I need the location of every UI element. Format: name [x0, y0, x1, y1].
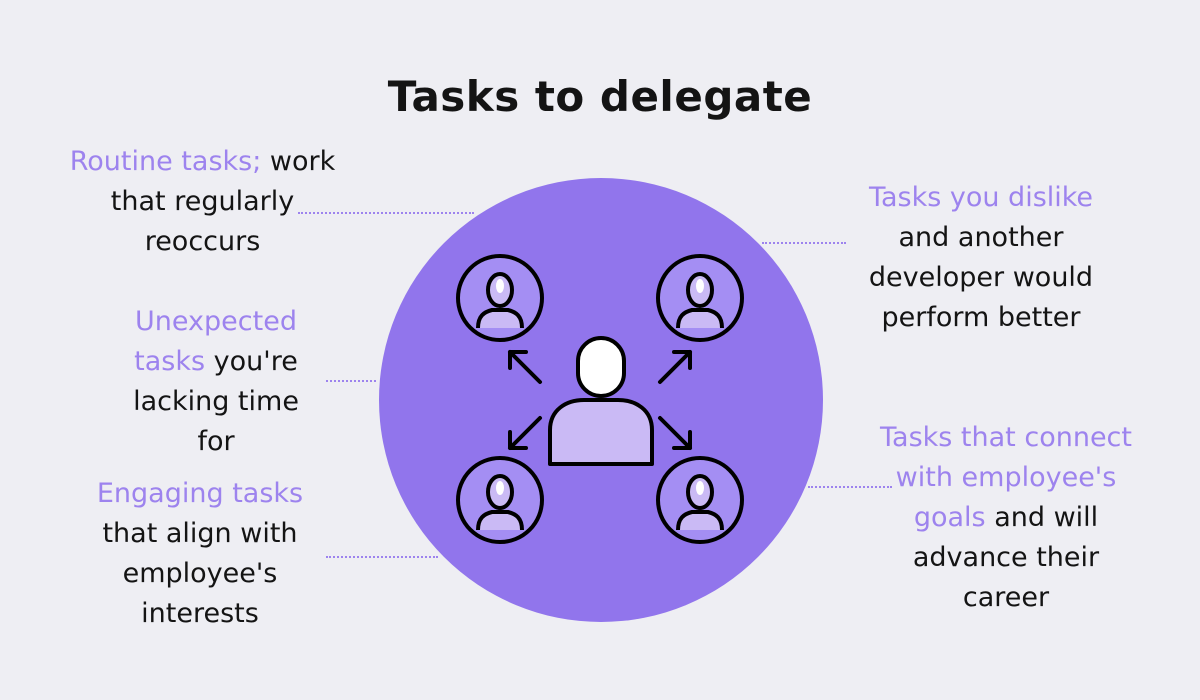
page-title: Tasks to delegate: [387, 72, 813, 121]
task-accent: Routine tasks;: [69, 146, 262, 177]
connector-line: [808, 486, 892, 488]
arrow-icon: [508, 350, 542, 384]
task-text: and another developer would perform bett…: [868, 222, 1094, 333]
task-accent: Unexpected tasks: [134, 306, 297, 377]
employee-avatar-icon: [456, 456, 544, 544]
task-label-engaging: Engaging tasks that align with employee'…: [80, 474, 320, 634]
task-label-dislike: Tasks you dislike and another developer …: [846, 178, 1116, 338]
arrow-icon: [658, 350, 692, 384]
task-text: work that regularly reoccurs: [110, 146, 336, 257]
connector-line: [326, 380, 376, 382]
arrow-icon: [658, 416, 692, 450]
task-accent: Tasks you dislike: [868, 182, 1094, 213]
arrow-icon: [508, 416, 542, 450]
task-label-goals: Tasks that connect with employee's goals…: [872, 418, 1140, 618]
task-label-routine: Routine tasks; work that regularly reocc…: [60, 142, 345, 262]
delegator-person-icon: [548, 336, 654, 466]
employee-avatar-icon: [656, 254, 744, 342]
task-accent: Engaging tasks: [96, 478, 304, 509]
task-accent: Tasks that connect with employee's goals: [880, 422, 1132, 533]
connector-line: [298, 212, 474, 214]
connector-line: [326, 556, 438, 558]
employee-avatar-icon: [456, 254, 544, 342]
employee-avatar-icon: [656, 456, 744, 544]
task-label-unexpected: Unexpected tasks you're lacking time for: [118, 302, 314, 462]
connector-line: [762, 242, 846, 244]
task-text: and will advance their career: [912, 502, 1100, 613]
task-text: that align with employee's interests: [102, 518, 298, 629]
task-text: you're lacking time for: [133, 346, 299, 457]
